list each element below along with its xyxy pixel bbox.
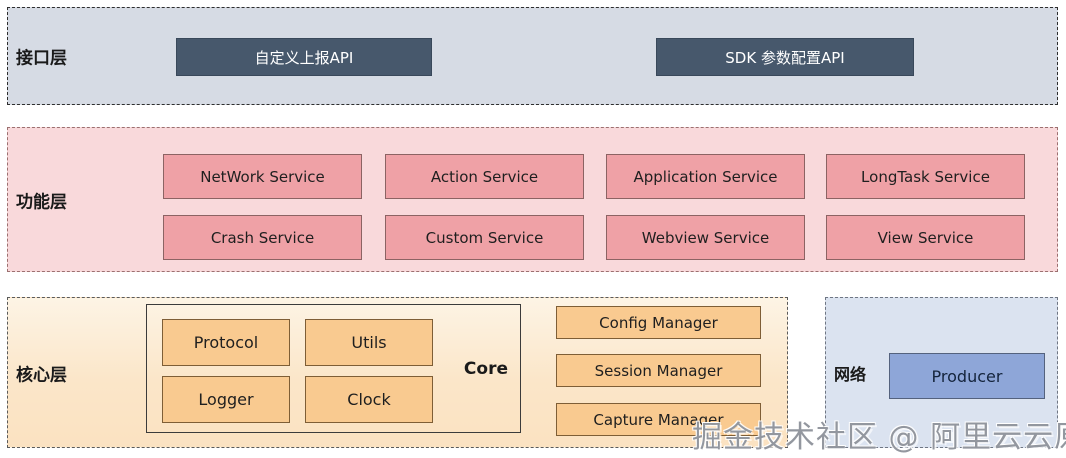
core-group-container: Protocol Utils Logger Clock Core	[146, 304, 521, 433]
interface-layer-panel: 接口层 自定义上报API SDK 参数配置API	[7, 7, 1058, 105]
config-manager-node: Config Manager	[556, 306, 761, 339]
service-node-longtask: LongTask Service	[826, 154, 1025, 199]
service-node-application: Application Service	[606, 154, 805, 199]
function-layer-label: 功能层	[16, 192, 67, 212]
core-module-utils: Utils	[305, 319, 433, 366]
service-node-custom: Custom Service	[385, 215, 584, 260]
core-group-caption: Core	[463, 358, 508, 379]
core-module-clock: Clock	[305, 376, 433, 423]
network-panel: 网络 Producer	[825, 297, 1058, 448]
watermark: 掘金技术社区 @ 阿里云云原生	[692, 420, 1066, 455]
sdk-config-api-node: SDK 参数配置API	[656, 38, 914, 76]
core-module-logger: Logger	[162, 376, 290, 423]
capture-manager-node: Capture Manager	[556, 403, 761, 436]
service-node-view: View Service	[826, 215, 1025, 260]
service-node-action: Action Service	[385, 154, 584, 199]
service-node-crash: Crash Service	[163, 215, 362, 260]
service-node-network: NetWork Service	[163, 154, 362, 199]
core-module-protocol: Protocol	[162, 319, 290, 366]
interface-layer-label: 接口层	[16, 48, 67, 69]
custom-report-api-node: 自定义上报API	[176, 38, 432, 76]
network-label: 网络	[834, 364, 867, 384]
function-layer-panel: 功能层 NetWork Service Action Service Appli…	[7, 127, 1058, 272]
service-node-webview: Webview Service	[606, 215, 805, 260]
session-manager-node: Session Manager	[556, 354, 761, 387]
core-layer-panel: 核心层 Protocol Utils Logger Clock Core Con…	[7, 297, 788, 448]
core-layer-label: 核心层	[16, 365, 67, 385]
producer-node: Producer	[889, 353, 1045, 399]
